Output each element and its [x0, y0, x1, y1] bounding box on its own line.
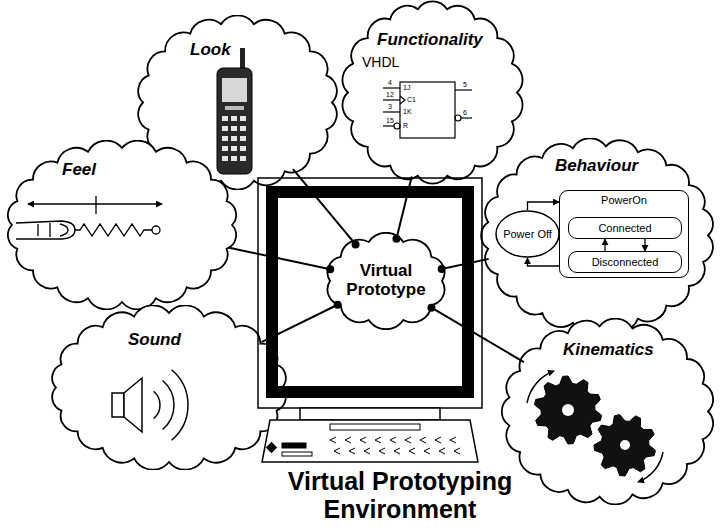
junction-dot	[392, 235, 400, 243]
prototype-cloud: Virtual Prototype	[322, 232, 450, 330]
cloud-title: Look	[190, 40, 231, 60]
pin-label: 4	[388, 79, 392, 86]
pin-label: 12	[386, 91, 394, 98]
junction-dot	[326, 265, 334, 273]
link-line	[442, 259, 489, 269]
cloud-title: Sound	[128, 330, 181, 350]
monitor	[258, 178, 482, 462]
state-label: PowerOn	[560, 194, 688, 206]
state-label: Connected	[598, 222, 651, 234]
pin-label: 5	[463, 81, 467, 88]
state-transition	[604, 239, 605, 251]
cloud-title: Feel	[62, 160, 96, 180]
cloud-outline	[48, 305, 290, 470]
state-transition	[644, 239, 645, 251]
cloud-outline	[4, 140, 240, 310]
aspect-cloud: BehaviourPower Off PowerOnConnectedDiscon…	[479, 138, 716, 333]
cloud-title: Kinematics	[563, 340, 654, 360]
aspect-cloud: Feel	[4, 140, 240, 310]
link-line	[262, 305, 338, 342]
state-box: PowerOnConnectedDisconnected	[559, 190, 689, 278]
aspect-cloud: Sound	[48, 305, 290, 470]
pin-label: 15	[386, 117, 394, 124]
junction-dot	[427, 304, 435, 312]
aspect-cloud: Look	[135, 15, 340, 190]
link-line	[396, 176, 411, 238]
state-ellipse: Power Off	[495, 210, 560, 258]
pin-label: 1J	[403, 84, 410, 91]
cloud-outline	[340, 0, 525, 185]
aspect-cloud: Kinematics	[500, 318, 716, 505]
junction-dot	[438, 265, 446, 273]
aspect-cloud: FunctionalityVHDL	[340, 0, 525, 185]
cloud-title: Behaviour	[555, 156, 638, 176]
prototype-label: Virtual Prototype	[336, 262, 436, 299]
caption: Virtual Prototyping Environment	[230, 468, 570, 523]
state-label: Disconnected	[592, 256, 659, 268]
state-label: Power Off	[503, 228, 552, 240]
link-line	[229, 248, 330, 269]
language-label: VHDL	[362, 54, 399, 70]
link-line	[431, 308, 523, 362]
junction-dot	[352, 240, 360, 248]
pin-label: 6	[463, 109, 467, 116]
link-line	[293, 169, 356, 244]
pin-label: 1K	[403, 108, 412, 115]
pin-label: C1	[407, 96, 416, 103]
state-box: Disconnected	[568, 251, 682, 273]
junction-dot	[334, 301, 342, 309]
pin-label: 3	[388, 103, 392, 110]
cloud-outline	[135, 15, 340, 190]
pin-label: R	[403, 122, 408, 129]
cloud-title: Functionality	[377, 30, 483, 50]
state-box: Connected	[568, 217, 682, 239]
